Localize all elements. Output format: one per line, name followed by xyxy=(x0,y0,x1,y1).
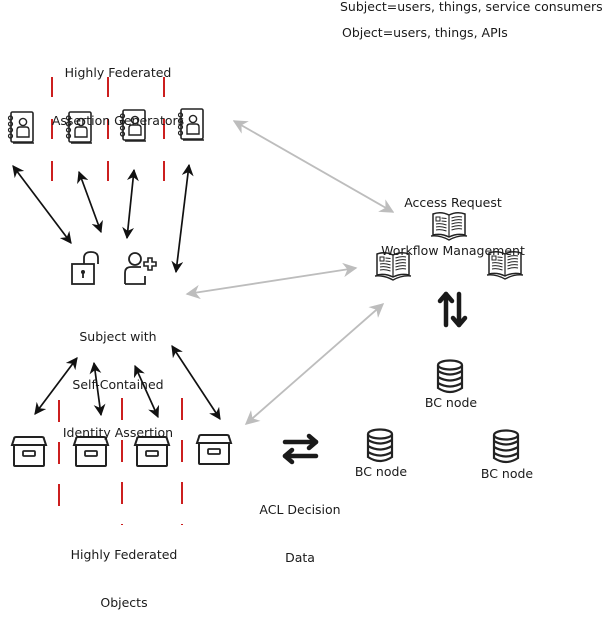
link-arrow xyxy=(171,163,194,274)
swap-vertical-icon xyxy=(437,291,468,328)
acl-title: ACL Decision Data xyxy=(240,470,360,582)
link-arrow xyxy=(34,357,78,415)
bc-node-label: BC node xyxy=(424,395,478,410)
unlocked-padlock-icon[interactable] xyxy=(71,251,99,285)
subject-definition: Subject=users, things, service consumers xyxy=(340,0,603,14)
database-icon[interactable] xyxy=(436,359,464,394)
object-definition: Object=users, things, APIs xyxy=(342,25,508,40)
generator-subject-links xyxy=(12,163,194,274)
diagram-canvas xyxy=(7,77,524,525)
acl-title-line1: ACL Decision xyxy=(259,502,341,517)
link-arrow xyxy=(232,120,395,213)
link-arrow xyxy=(171,345,221,420)
contact-book-icon[interactable] xyxy=(7,111,35,144)
subject-title-line3: Identity Assertion xyxy=(62,425,174,440)
generators-title-line1: Highly Federated xyxy=(64,65,172,80)
subject-title-line2: Self-Contained xyxy=(72,377,164,392)
objects-title-line1: Highly Federated xyxy=(70,547,178,562)
objects-title-line2: Objects xyxy=(100,595,148,610)
acl-title-line2: Data xyxy=(285,550,315,565)
bc-node-label: BC node xyxy=(354,464,408,479)
link-arrow xyxy=(77,170,103,234)
database-icon[interactable] xyxy=(492,429,520,464)
link-arrow xyxy=(185,262,358,300)
bc-node-label: BC node xyxy=(480,466,534,481)
workflow-links xyxy=(185,120,395,425)
swap-horizontal-icon xyxy=(282,433,319,465)
generators-title: Highly Federated Assertion Generators xyxy=(38,33,198,145)
subject-title-line1: Subject with xyxy=(79,329,157,344)
link-arrow xyxy=(122,168,139,240)
subject-object-links xyxy=(34,345,221,420)
workflow-title: Access Request Workflow Management xyxy=(363,163,543,275)
add-user-icon[interactable] xyxy=(124,252,157,285)
database-icon[interactable] xyxy=(366,428,394,463)
objects-title: Highly Federated Objects xyxy=(44,515,204,627)
subject-title: Subject with Self-Contained Identity Ass… xyxy=(38,297,198,457)
workflow-title-line2: Workflow Management xyxy=(381,243,525,258)
generators-title-line2: Assertion Generators xyxy=(51,113,185,128)
link-arrow xyxy=(244,303,385,425)
link-arrow xyxy=(89,361,106,417)
link-arrow xyxy=(12,165,72,244)
archive-box-icon[interactable] xyxy=(196,434,232,465)
workflow-title-line1: Access Request xyxy=(404,195,502,210)
link-arrow xyxy=(133,364,160,419)
